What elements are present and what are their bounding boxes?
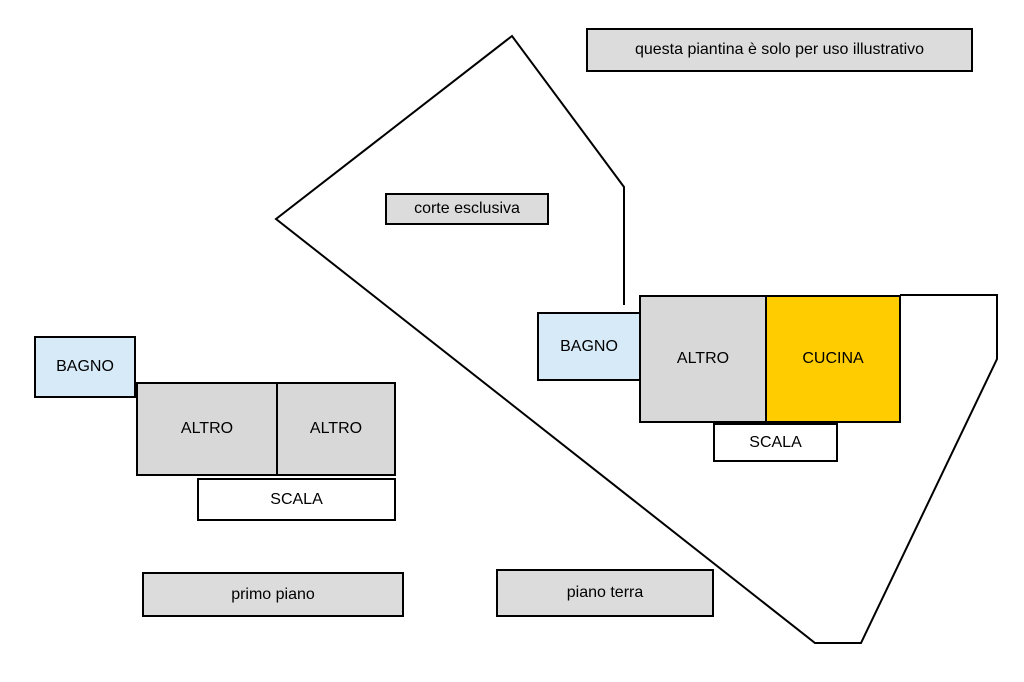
illustrative-notice: questa piantina è solo per uso illustrat… (586, 28, 973, 72)
first-floor-other-room-1: ALTRO (136, 382, 278, 476)
ground-floor-kitchen: CUCINA (765, 295, 901, 423)
ground-floor-other-room: ALTRO (639, 295, 767, 423)
first-floor-bathroom: BAGNO (34, 336, 136, 398)
courtyard-boundary-line (274, 34, 998, 644)
first-floor-other-room-2: ALTRO (276, 382, 396, 476)
ground-floor-label: piano terra (496, 569, 714, 617)
first-floor-label: primo piano (142, 572, 404, 617)
ground-floor-stairs: SCALA (713, 423, 838, 462)
ground-floor-bathroom: BAGNO (537, 312, 641, 381)
first-floor-stairs: SCALA (197, 478, 396, 521)
courtyard-label: corte esclusiva (385, 193, 549, 225)
